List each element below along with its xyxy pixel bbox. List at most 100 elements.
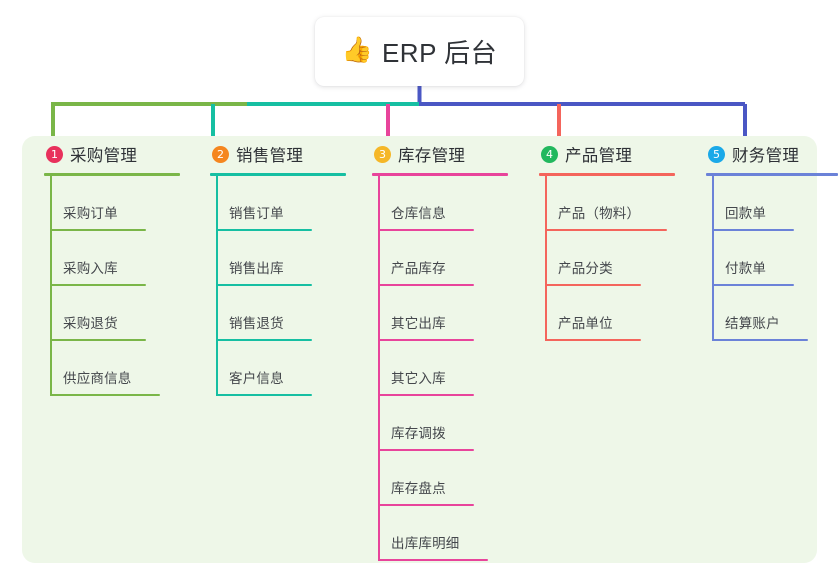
list-item-label: 产品单位 [558, 316, 613, 331]
list-item-rule [216, 229, 312, 231]
list-item-label: 库存调拨 [391, 426, 446, 441]
list-item-rule [712, 229, 794, 231]
branch-column-2: 2 销售管理 销售订单 销售出库 销售退货 客户信息 [198, 136, 348, 396]
branch-spine-4 [545, 176, 547, 341]
list-item[interactable]: 库存调拨 [360, 396, 520, 451]
list-item[interactable]: 销售出库 [198, 231, 348, 286]
list-item-label: 销售订单 [229, 206, 284, 221]
list-item-label: 结算账户 [725, 316, 780, 331]
branch-header-1[interactable]: 1 采购管理 [32, 136, 182, 172]
list-item-rule [545, 339, 641, 341]
list-item-rule [545, 229, 667, 231]
list-item[interactable]: 仓库信息 [360, 176, 520, 231]
list-item-rule [378, 229, 474, 231]
list-item[interactable]: 采购订单 [32, 176, 182, 231]
list-item-rule [50, 339, 146, 341]
branch-header-2[interactable]: 2 销售管理 [198, 136, 348, 172]
branch-badge-4: 4 [541, 145, 558, 163]
list-item-label: 产品（物料） [558, 206, 641, 221]
branch-children-5: 回款单 付款单 结算账户 [694, 176, 839, 341]
list-item-rule [50, 394, 160, 396]
branch-spine-1 [50, 176, 52, 396]
branch-spine-2 [216, 176, 218, 396]
branch-header-5[interactable]: 5 财务管理 [694, 136, 839, 172]
list-item[interactable]: 其它入库 [360, 341, 520, 396]
branch-header-4[interactable]: 4 产品管理 [527, 136, 692, 172]
list-item[interactable]: 库存盘点 [360, 451, 520, 506]
list-item-rule [378, 449, 474, 451]
list-item[interactable]: 采购入库 [32, 231, 182, 286]
list-item-rule [216, 284, 312, 286]
list-item-label: 其它入库 [391, 371, 446, 386]
list-item[interactable]: 其它出库 [360, 286, 520, 341]
list-item-rule [50, 284, 146, 286]
list-item-label: 采购订单 [63, 206, 118, 221]
branch-column-3: 3 库存管理 仓库信息 产品库存 其它出库 其它入库 [360, 136, 520, 561]
branch-rule-2 [210, 173, 346, 176]
list-item-label: 仓库信息 [391, 206, 446, 221]
branch-badge-5: 5 [708, 145, 725, 163]
list-item-rule [378, 394, 474, 396]
root-title: ERP 后台 [381, 38, 498, 68]
list-item[interactable]: 付款单 [694, 231, 839, 286]
list-item-rule [378, 339, 474, 341]
branch-title-2: 销售管理 [236, 147, 304, 165]
list-item-label: 采购入库 [63, 261, 118, 276]
branch-title-3: 库存管理 [398, 147, 466, 165]
list-item-rule [216, 339, 312, 341]
list-item-label: 采购退货 [63, 316, 118, 331]
branch-rule-5 [706, 173, 838, 176]
list-item-label: 产品库存 [391, 261, 446, 276]
list-item-rule [712, 284, 794, 286]
list-item-label: 其它出库 [391, 316, 446, 331]
branch-badge-3: 3 [374, 145, 391, 163]
branch-children-2: 销售订单 销售出库 销售退货 客户信息 [198, 176, 348, 396]
list-item-label: 产品分类 [558, 261, 613, 276]
branch-rule-4 [539, 173, 675, 176]
list-item-rule [712, 339, 808, 341]
diagram-panel [22, 136, 817, 563]
branch-column-1: 1 采购管理 采购订单 采购入库 采购退货 供应商信 [32, 136, 182, 396]
list-item-label: 销售出库 [229, 261, 284, 276]
list-item[interactable]: 客户信息 [198, 341, 348, 396]
list-item-label: 库存盘点 [391, 481, 446, 496]
branch-header-3[interactable]: 3 库存管理 [360, 136, 520, 172]
branch-title-1: 采购管理 [70, 147, 138, 165]
list-item[interactable]: 产品单位 [527, 286, 692, 341]
list-item[interactable]: 销售退货 [198, 286, 348, 341]
list-item[interactable]: 出库库明细 [360, 506, 520, 561]
branch-rule-1 [44, 173, 180, 176]
list-item[interactable]: 供应商信息 [32, 341, 182, 396]
list-item-rule [545, 284, 641, 286]
list-item-rule [378, 504, 474, 506]
root-node-content: 👍 ERP 后台 [342, 33, 497, 70]
list-item-label: 付款单 [725, 261, 767, 276]
list-item-label: 客户信息 [229, 371, 284, 386]
thumbs-up-icon: 👍 [341, 36, 373, 64]
branch-children-3: 仓库信息 产品库存 其它出库 其它入库 库存调拨 [360, 176, 520, 561]
list-item[interactable]: 结算账户 [694, 286, 839, 341]
list-item-label: 出库库明细 [391, 536, 460, 551]
branch-badge-1: 1 [46, 145, 63, 163]
list-item-rule [50, 229, 146, 231]
list-item[interactable]: 产品库存 [360, 231, 520, 286]
branch-spine-3 [378, 176, 380, 561]
list-item-label: 供应商信息 [63, 371, 132, 386]
list-item[interactable]: 采购退货 [32, 286, 182, 341]
branch-children-4: 产品（物料） 产品分类 产品单位 [527, 176, 692, 341]
branch-title-5: 财务管理 [732, 147, 800, 165]
branch-title-4: 产品管理 [565, 147, 633, 165]
branch-column-5: 5 财务管理 回款单 付款单 结算账户 [694, 136, 839, 341]
list-item[interactable]: 回款单 [694, 176, 839, 231]
list-item[interactable]: 产品（物料） [527, 176, 692, 231]
list-item-label: 回款单 [725, 206, 767, 221]
list-item-rule [378, 284, 474, 286]
root-node[interactable]: 👍 ERP 后台 [315, 17, 524, 86]
branch-children-1: 采购订单 采购入库 采购退货 供应商信息 [32, 176, 182, 396]
list-item[interactable]: 产品分类 [527, 231, 692, 286]
list-item-rule [216, 394, 312, 396]
branch-column-4: 4 产品管理 产品（物料） 产品分类 产品单位 [527, 136, 692, 341]
bus-segment-green [51, 102, 247, 114]
list-item[interactable]: 销售订单 [198, 176, 348, 231]
